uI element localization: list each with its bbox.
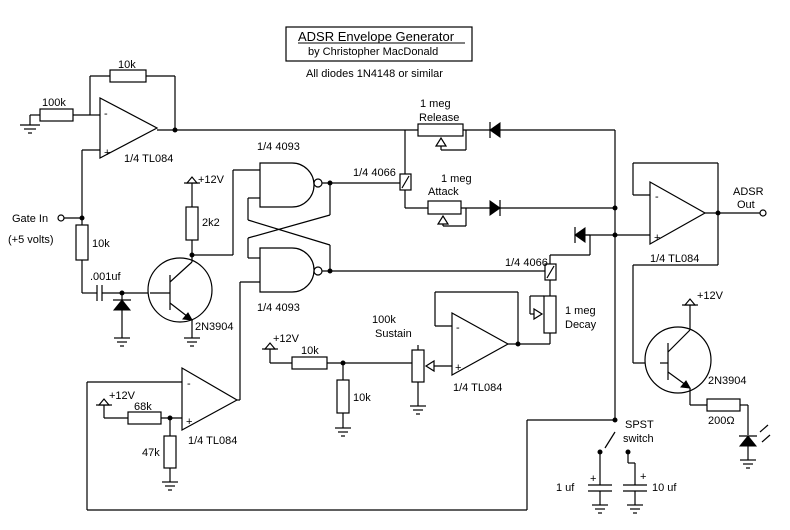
attack-value: 1 meg: [441, 173, 472, 185]
resistor-68k: [127, 411, 162, 425]
diode-note: All diodes 1N4148 or similar: [306, 68, 443, 80]
svg-text:+: +: [455, 362, 461, 374]
title-box: [285, 26, 473, 62]
resistor-100k-label: 100k: [42, 97, 66, 109]
nand-gate-top: [259, 162, 323, 208]
transistor-q1: [147, 257, 213, 323]
sustain-value: 100k: [372, 314, 396, 326]
resistor-200: [706, 398, 741, 412]
decay-value: 1 meg: [565, 305, 596, 317]
resistor-10k-sustain-gnd: [336, 379, 350, 414]
sustain-name: Sustain: [375, 328, 412, 340]
resistor-10k-gate-label: 10k: [92, 238, 110, 250]
sustain-amp: - +: [451, 311, 510, 377]
resistor-10k-sustain-label: 10k: [301, 345, 319, 357]
v12-d-label: +12V: [697, 290, 724, 302]
cap-1uf-label: 1 uf: [556, 482, 575, 494]
svg-text:+: +: [590, 473, 596, 485]
cap-001-label: .001uf: [90, 271, 122, 283]
svg-text:+: +: [104, 147, 110, 159]
cap-10uf-label: 10 uf: [652, 482, 677, 494]
svg-text:+: +: [640, 471, 646, 483]
comparator-amp-label: 1/4 TL084: [188, 435, 237, 447]
resistor-10k-feedback: [109, 69, 147, 83]
resistor-10k-sustain: [291, 356, 328, 370]
attack-name: Attack: [428, 186, 459, 198]
sustain-pot[interactable]: [411, 349, 425, 383]
resistor-68k-label: 68k: [134, 401, 152, 413]
nand-bottom-label: 1/4 4093: [257, 302, 300, 314]
spst-label: SPST: [625, 419, 654, 431]
diode-attack: [489, 200, 501, 216]
decay-name: Decay: [565, 319, 597, 331]
switch-word-label: switch: [623, 433, 654, 445]
q1-label: 2N3904: [195, 321, 234, 333]
diode-gate: [112, 299, 132, 311]
attack-pot[interactable]: [427, 200, 462, 215]
adsr-out-terminal[interactable]: [759, 209, 767, 217]
nand-gate-bottom: [259, 247, 323, 293]
sustain-amp-label: 1/4 TL084: [453, 382, 502, 394]
resistor-47k: [163, 435, 177, 469]
resistor-47k-label: 47k: [142, 447, 160, 459]
adsr-label: ADSR: [733, 186, 764, 198]
gate-amp-label: 1/4 TL084: [124, 153, 173, 165]
v12-a-label: +12V: [198, 174, 225, 186]
author: by Christopher MacDonald: [308, 46, 438, 58]
nand-top-label: 1/4 4093: [257, 141, 300, 153]
diode-release: [489, 122, 501, 138]
gate-in-terminal[interactable]: [57, 214, 65, 222]
comparator-amp: - +: [181, 366, 239, 432]
resistor-10k-gate: [75, 224, 89, 261]
q2-label: 2N3904: [708, 375, 747, 387]
release-value: 1 meg: [420, 98, 451, 110]
gate-volts-label: (+5 volts): [8, 234, 54, 246]
resistor-2k2-label: 2k2: [202, 217, 220, 229]
resistor-10k-feedback-label: 10k: [118, 59, 136, 71]
ground-symbol: [20, 124, 40, 134]
v12-c-label: +12V: [109, 390, 136, 402]
resistor-200-label: 200Ω: [708, 415, 735, 427]
svg-text:+: +: [186, 416, 192, 428]
svg-text:-: -: [655, 191, 659, 203]
spst-switch[interactable]: [604, 431, 616, 449]
output-amp: - +: [649, 180, 707, 246]
svg-text:-: -: [456, 322, 460, 334]
resistor-2k2: [185, 206, 199, 241]
transistor-q2: [644, 326, 712, 394]
output-amp-label: 1/4 TL084: [650, 253, 699, 265]
gate-amp: - +: [99, 97, 159, 159]
svg-text:+: +: [654, 232, 660, 244]
out-label: Out: [737, 199, 755, 211]
v12-b-label: +12V: [273, 333, 300, 345]
resistor-100k: [39, 108, 74, 122]
gate-in-label: Gate In: [12, 213, 48, 225]
switch-bottom-label: 1/4 4066: [505, 257, 548, 269]
switch-top-label: 1/4 4066: [353, 167, 396, 179]
svg-text:-: -: [104, 108, 108, 120]
release-name: Release: [419, 112, 459, 124]
resistor-10k-sustain-gnd-label: 10k: [353, 392, 371, 404]
title: ADSR Envelope Generator: [298, 29, 455, 44]
svg-text:-: -: [187, 378, 191, 390]
release-pot[interactable]: [417, 123, 464, 137]
decay-pot[interactable]: [543, 295, 557, 334]
led: [738, 435, 758, 447]
